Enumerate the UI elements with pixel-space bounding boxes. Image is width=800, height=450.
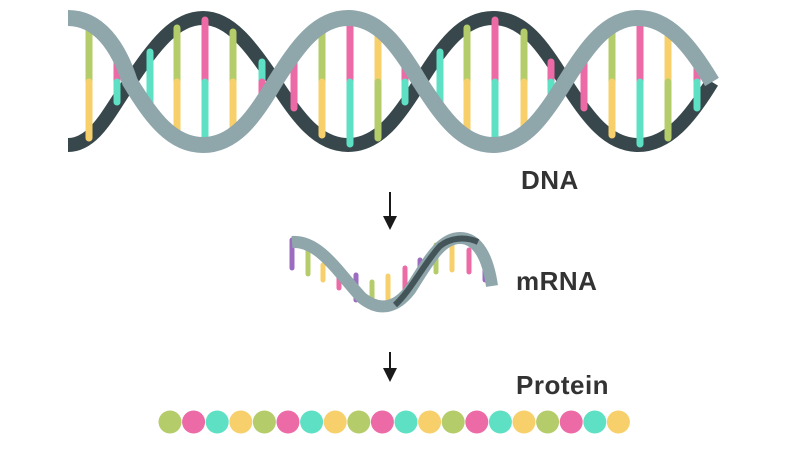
protein-chain [158,410,630,434]
mrna-strand [289,231,498,313]
protein-bead [158,410,182,434]
protein-label: Protein [516,370,610,400]
dna-dark-strand [67,10,718,153]
protein-bead [583,410,607,434]
protein-bead [229,410,253,434]
protein-bead [347,410,371,434]
protein-bead [606,410,630,434]
dna-base-pairs [85,16,701,148]
protein-bead [394,410,418,434]
protein-bead [559,410,583,434]
protein-bead [488,410,512,434]
protein-bead [418,410,442,434]
arrow-down-icon [383,352,397,382]
protein-bead [323,410,347,434]
protein-bead [536,410,560,434]
protein-bead [205,410,229,434]
mrna-label: mRNA [516,266,598,296]
arrow-down-icon [383,192,397,230]
dna-helix [67,9,719,154]
dna-light-strand [67,9,719,154]
protein-bead [300,410,324,434]
protein-bead [465,410,489,434]
protein-bead [182,410,206,434]
protein-bead [252,410,276,434]
protein-bead [276,410,300,434]
protein-bead [441,410,465,434]
protein-bead [370,410,394,434]
protein-bead [512,410,536,434]
dna-label: DNA [521,165,579,195]
